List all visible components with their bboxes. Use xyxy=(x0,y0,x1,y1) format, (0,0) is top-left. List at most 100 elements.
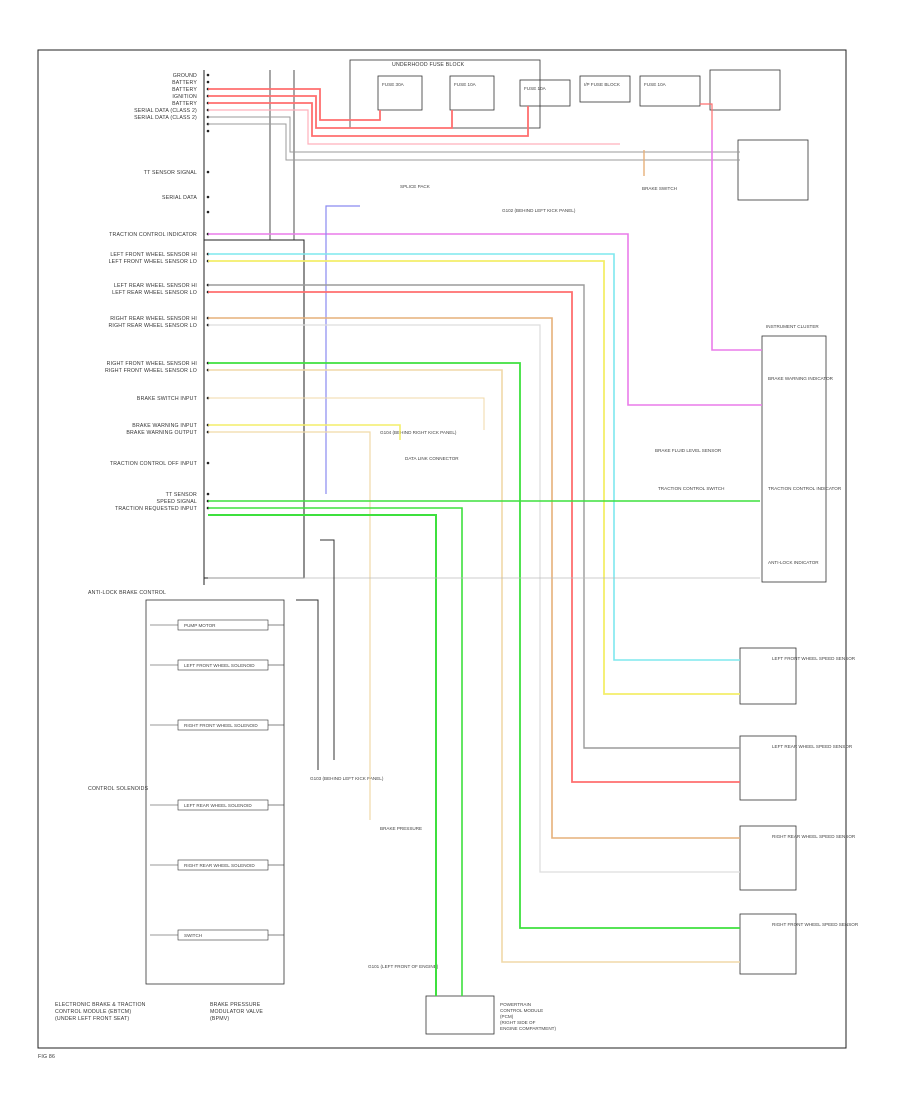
wire xyxy=(208,102,529,137)
wire xyxy=(711,130,762,351)
lr-sensor-label: LEFT REAR WHEEL SPEED SENSOR xyxy=(772,744,853,749)
connector-label: BRAKE WARNING OUTPUT xyxy=(126,430,197,436)
wheel-sensors: LEFT FRONT WHEEL SPEED SENSOR LEFT REAR … xyxy=(739,647,859,975)
footer-mid-3: (BPMV) xyxy=(210,1016,229,1022)
ic-lamp-2: TRACTION CONTROL INDICATOR xyxy=(768,486,842,491)
solenoid-label: SWITCH xyxy=(184,933,202,938)
wire xyxy=(325,205,360,494)
wire xyxy=(208,233,762,406)
wire xyxy=(208,324,740,873)
wire xyxy=(208,369,740,963)
fuse-block-label: UNDERHOOD FUSE BLOCK xyxy=(392,62,465,68)
page-ref: FIG 86 xyxy=(38,1054,55,1060)
connector-label: BATTERY xyxy=(172,101,197,107)
solenoid-caption: CONTROL SOLENOIDS xyxy=(88,786,149,792)
wire xyxy=(208,431,371,820)
connector-pin xyxy=(206,80,210,84)
connector-label: GROUND xyxy=(173,73,197,79)
connector-pin xyxy=(206,170,210,174)
footer-mid-1: BRAKE PRESSURE xyxy=(210,1002,261,1008)
solenoid-label: RIGHT REAR WHEEL SOLENOID xyxy=(184,863,255,868)
connector-label: LEFT FRONT WHEEL SENSOR LO xyxy=(109,259,197,265)
connector-label: BRAKE WARNING INPUT xyxy=(132,423,197,429)
fuse-4-label: FUSE 10A xyxy=(644,82,667,87)
connector-label: TRACTION CONTROL INDICATOR xyxy=(109,232,197,238)
fuse-2-label: FUSE 10A xyxy=(454,82,477,87)
connector-pin xyxy=(206,195,210,199)
ic-lamp-1: BRAKE WARNING INDICATOR xyxy=(768,376,834,381)
tc-switch-label: TRACTION CONTROL SWITCH xyxy=(658,486,724,491)
control-module: ANTI-LOCK BRAKE CONTROL CONTROL SOLENOID… xyxy=(88,590,285,985)
fuse-1-label: FUSE 30A xyxy=(382,82,405,87)
pcm-label-4: (RIGHT SIDE OF xyxy=(500,1020,536,1025)
wire xyxy=(208,253,740,661)
lamp-switch-label: BRAKE SWITCH xyxy=(642,186,677,191)
pcm: POWERTRAIN CONTROL MODULE (PCM) (RIGHT S… xyxy=(425,995,556,1035)
connector-label: TT SENSOR SIGNAL xyxy=(144,170,197,176)
diagram-frame xyxy=(37,49,847,1049)
solenoid-label: LEFT REAR WHEEL SOLENOID xyxy=(184,803,252,808)
connector-label: LEFT REAR WHEEL SENSOR HI xyxy=(114,283,197,289)
rf-sensor-box xyxy=(739,913,797,975)
connector-label: IGNITION xyxy=(172,94,197,100)
footer-left-3: (UNDER LEFT FRONT SEAT) xyxy=(55,1016,129,1022)
connector-label: BATTERY xyxy=(172,80,197,86)
rf-sensor-label: RIGHT FRONT WHEEL SPEED SENSOR xyxy=(772,922,859,927)
connector-pin xyxy=(206,73,210,77)
footer-left-1: ELECTRONIC BRAKE & TRACTION xyxy=(55,1002,146,1008)
wire xyxy=(208,291,740,783)
misc-labels: SPLICE PACK G102 (BEHIND LEFT KICK PANEL… xyxy=(310,184,724,969)
connector-label: SPEED SIGNAL xyxy=(157,499,197,505)
footer-mid-2: MODULATOR VALVE xyxy=(210,1009,263,1015)
connector-label: LEFT FRONT WHEEL SENSOR HI xyxy=(110,252,197,258)
wire xyxy=(208,260,740,695)
connector-label: TT SENSOR xyxy=(166,492,197,498)
brake-fluid-label: BRAKE FLUID LEVEL SENSOR xyxy=(655,448,722,453)
ground-4-label: G104 (BEHIND RIGHT KICK PANEL) xyxy=(380,430,457,435)
connector-label: LEFT REAR WHEEL SENSOR LO xyxy=(112,290,197,296)
pcm-label-2: CONTROL MODULE xyxy=(500,1008,543,1013)
pcm-label-5: ENGINE COMPARTMENT) xyxy=(500,1026,556,1031)
wire xyxy=(208,95,453,129)
ic-lamp-3: ANTI-LOCK INDICATOR xyxy=(768,560,819,565)
connector-label: SERIAL DATA (CLASS 2) xyxy=(134,115,197,121)
connector-label: TRACTION REQUESTED INPUT xyxy=(115,506,198,512)
connector-label: RIGHT FRONT WHEEL SENSOR LO xyxy=(105,368,197,374)
connector-label: SERIAL DATA (CLASS 2) xyxy=(134,108,197,114)
control-module-title: ANTI-LOCK BRAKE CONTROL xyxy=(88,590,166,596)
wire xyxy=(296,599,319,770)
connector-label: TRACTION CONTROL OFF INPUT xyxy=(110,461,198,467)
rr-sensor-label: RIGHT REAR WHEEL SPEED SENSOR xyxy=(772,834,856,839)
ground-1-label: G102 (BEHIND LEFT KICK PANEL) xyxy=(502,208,576,213)
solenoid-label: RIGHT FRONT WHEEL SOLENOID xyxy=(184,723,258,728)
wire xyxy=(208,116,740,153)
fuse-block: UNDERHOOD FUSE BLOCK FUSE 30A FUSE 10A F… xyxy=(349,59,781,129)
connector-label: RIGHT FRONT WHEEL SENSOR HI xyxy=(107,361,197,367)
wire xyxy=(208,284,740,749)
rr-sensor-box xyxy=(739,825,797,891)
pcm-label-3: (PCM) xyxy=(500,1014,514,1019)
ebtcm-connector-labels: GROUNDBATTERYBATTERYIGNITIONBATTERYSERIA… xyxy=(105,73,210,512)
wire xyxy=(208,424,401,440)
connector-label: SERIAL DATA xyxy=(162,195,197,201)
dlc-label: DATA LINK CONNECTOR xyxy=(405,456,459,461)
bpmv-label-top: BRAKE PRESSURE xyxy=(380,826,422,831)
connector-label: RIGHT REAR WHEEL SENSOR HI xyxy=(110,316,197,322)
splice-pack-label: SPLICE PACK xyxy=(400,184,431,189)
connector-label: RIGHT REAR WHEEL SENSOR LO xyxy=(108,323,197,329)
connector-pin xyxy=(206,210,210,214)
fuse-3-label: FUSE 10A xyxy=(524,86,547,91)
wire xyxy=(320,539,335,760)
wire xyxy=(208,88,381,121)
lf-sensor-label: LEFT FRONT WHEEL SPEED SENSOR xyxy=(772,656,856,661)
connector-pin xyxy=(206,129,210,133)
wire xyxy=(208,397,485,430)
wires xyxy=(208,88,762,996)
wire xyxy=(208,123,740,161)
solenoid-label: LEFT FRONT WHEEL SOLENOID xyxy=(184,663,255,668)
footer-labels: ELECTRONIC BRAKE & TRACTION CONTROL MODU… xyxy=(38,1002,263,1060)
wire xyxy=(700,103,713,130)
ground-3-label: G101 (LEFT FRONT OF ENGINE) xyxy=(368,964,439,969)
